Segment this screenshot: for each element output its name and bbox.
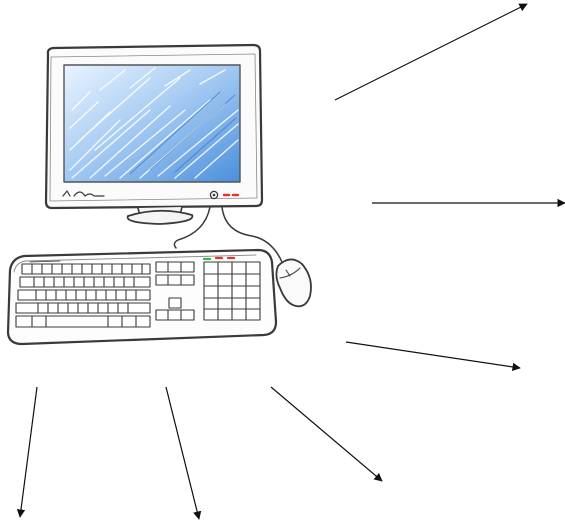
arrow-bottom-right	[271, 387, 382, 481]
arrow-top-right	[335, 4, 527, 100]
arrow-bottom-middle	[166, 387, 199, 519]
arrow-lower-right	[346, 342, 520, 368]
arrow-bottom-left	[20, 387, 37, 517]
mouse	[276, 259, 311, 306]
monitor-stand	[128, 207, 193, 224]
keyboard	[8, 250, 276, 344]
monitor	[46, 45, 262, 208]
screen	[64, 65, 240, 182]
spacebar-row	[16, 316, 150, 327]
computer-illustration	[8, 45, 311, 344]
